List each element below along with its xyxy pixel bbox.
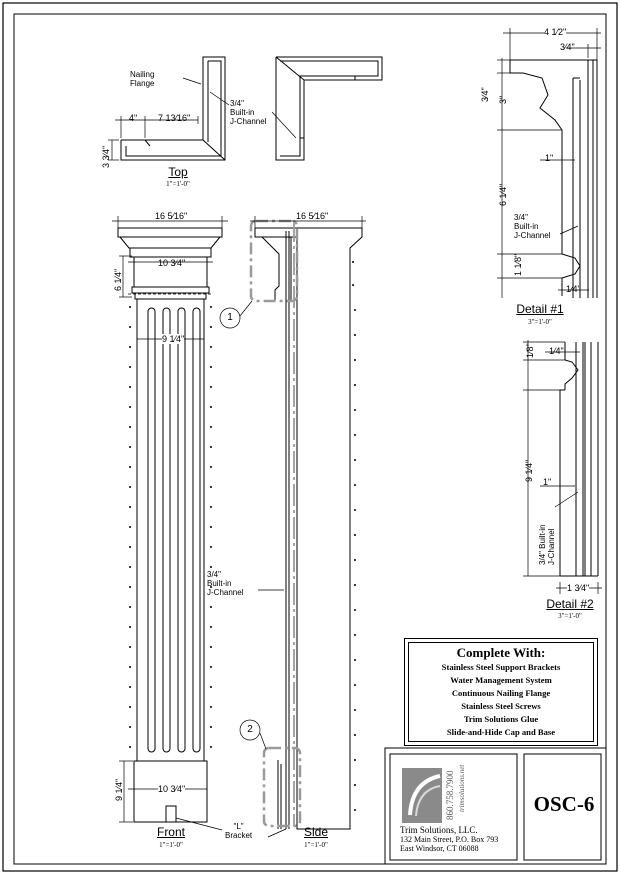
- detail2-dim-1-3-4: 1 3⁄4": [567, 583, 590, 593]
- top-dim-4: 4": [129, 113, 138, 123]
- detail1-dim-4-half: 4 1⁄2": [544, 27, 567, 37]
- top-view-title: Top: [168, 165, 188, 179]
- callout-2: 2: [247, 724, 253, 735]
- detail1-title: Detail #1: [516, 302, 564, 316]
- front-view-dimensions: [112, 216, 228, 831]
- side-column-drawing: [254, 227, 363, 830]
- l-bracket-label: "L" Bracket: [225, 822, 253, 840]
- detail2-scale: 3"=1'-0": [558, 612, 582, 620]
- front-dim-cap-width: 16 5⁄16": [155, 211, 188, 221]
- detail2-jchannel-label: 3/4" Built-in J-Channel: [538, 524, 556, 565]
- complete-with-item: Slide-and-Hide Cap and Base: [446, 727, 556, 737]
- side-dim-cap-width: 16 5⁄16": [296, 211, 329, 221]
- detail1-drawing: [509, 59, 598, 298]
- detail2-dim-9-quarter: 9 1⁄4": [524, 459, 534, 482]
- company-address-block: Trim Solutions, LLC. 132 Main Street, P.…: [400, 825, 499, 854]
- detail2-title: Detail #2: [546, 597, 594, 611]
- detail1-dim-3-4-top: 3⁄4": [560, 42, 575, 52]
- top-dim-7-13-16: 7 13⁄16": [158, 113, 191, 123]
- title-block-frame: [384, 747, 606, 864]
- front-view-title: Front: [156, 825, 185, 839]
- complete-with-box: Complete With: Stainless Steel Support B…: [404, 638, 598, 746]
- side-column-screw-dots: [352, 261, 356, 811]
- complete-with-item: Stainless Steel Screws: [461, 701, 541, 711]
- front-dim-neck: 10 3⁄4": [158, 258, 186, 268]
- side-view-scale: 1"=1'-0": [304, 841, 328, 849]
- detail1-dim-1-8: 1 1⁄8": [513, 253, 523, 276]
- top-jchannel-label: 3/4" Built-in J-Channel: [230, 99, 267, 126]
- detail1-dim-3: 3": [498, 95, 508, 104]
- detail1-jchannel-label: 3/4" Built-in J-Channel: [514, 213, 551, 240]
- front-column-drawing: [117, 227, 223, 823]
- complete-with-item: Water Management System: [450, 675, 552, 685]
- front-dim-base-width: 10 3⁄4": [158, 784, 186, 794]
- nailing-flange-label: Nailing Flange: [130, 70, 155, 88]
- detail2-dim-1-8: 1⁄8": [525, 343, 535, 358]
- detail1-scale: 3"=1'-0": [528, 318, 552, 326]
- front-column-screw-dots: [129, 306, 212, 748]
- front-view-scale: 1"=1'-0": [159, 841, 183, 849]
- company-website: trimsolutions.net: [458, 764, 466, 812]
- drawing-code: OSC-6: [533, 792, 595, 816]
- top-dim-3-3-4: 3 3⁄4": [101, 145, 111, 168]
- complete-with-item: Trim Solutions Glue: [463, 714, 539, 724]
- detail1-dim-3-4-left: 3⁄4": [480, 87, 490, 102]
- front-dim-cap-height: 6 1⁄4": [113, 268, 123, 291]
- detail2-dim-quarter: 1⁄4": [549, 346, 564, 356]
- company-name: Trim Solutions, LLC.: [400, 825, 478, 835]
- top-view-dimensions: [108, 77, 297, 161]
- company-phone: 860.758.7900: [445, 770, 455, 821]
- complete-with-heading: Complete With:: [456, 645, 546, 660]
- company-address-1: 132 Main Street, P.O. Box 793: [400, 835, 499, 844]
- front-dim-shaft: 9 1⁄4": [162, 334, 185, 344]
- detail2-dim-1: 1": [543, 477, 552, 487]
- front-dim-base-height: 9 1⁄4": [114, 778, 124, 801]
- trim-solutions-logo: [402, 768, 442, 823]
- side-view-dimensions: [219, 216, 366, 838]
- callout-1: 1: [227, 312, 233, 323]
- top-view-scale: 1"=1'-0": [166, 180, 190, 188]
- complete-with-inner: Complete With: Stainless Steel Support B…: [408, 642, 594, 742]
- complete-with-item: Continuous Nailing Flange: [451, 688, 551, 698]
- company-address-2: East Windsor, CT 06088: [400, 844, 479, 853]
- detail2-dimensions: [523, 340, 602, 594]
- detail1-dim-6-quarter: 6 1⁄4": [498, 183, 508, 206]
- side-jchannel-label: 3/4" Built-in J-Channel: [207, 570, 244, 597]
- detail1-dim-1: 1": [545, 153, 554, 163]
- top-view-drawing: [120, 56, 383, 161]
- detail1-dim-quarter: 1⁄4": [566, 284, 581, 294]
- detail2-drawing: [559, 342, 599, 577]
- complete-with-item: Stainless Steel Support Brackets: [441, 662, 561, 672]
- side-view-title: Side: [303, 825, 329, 839]
